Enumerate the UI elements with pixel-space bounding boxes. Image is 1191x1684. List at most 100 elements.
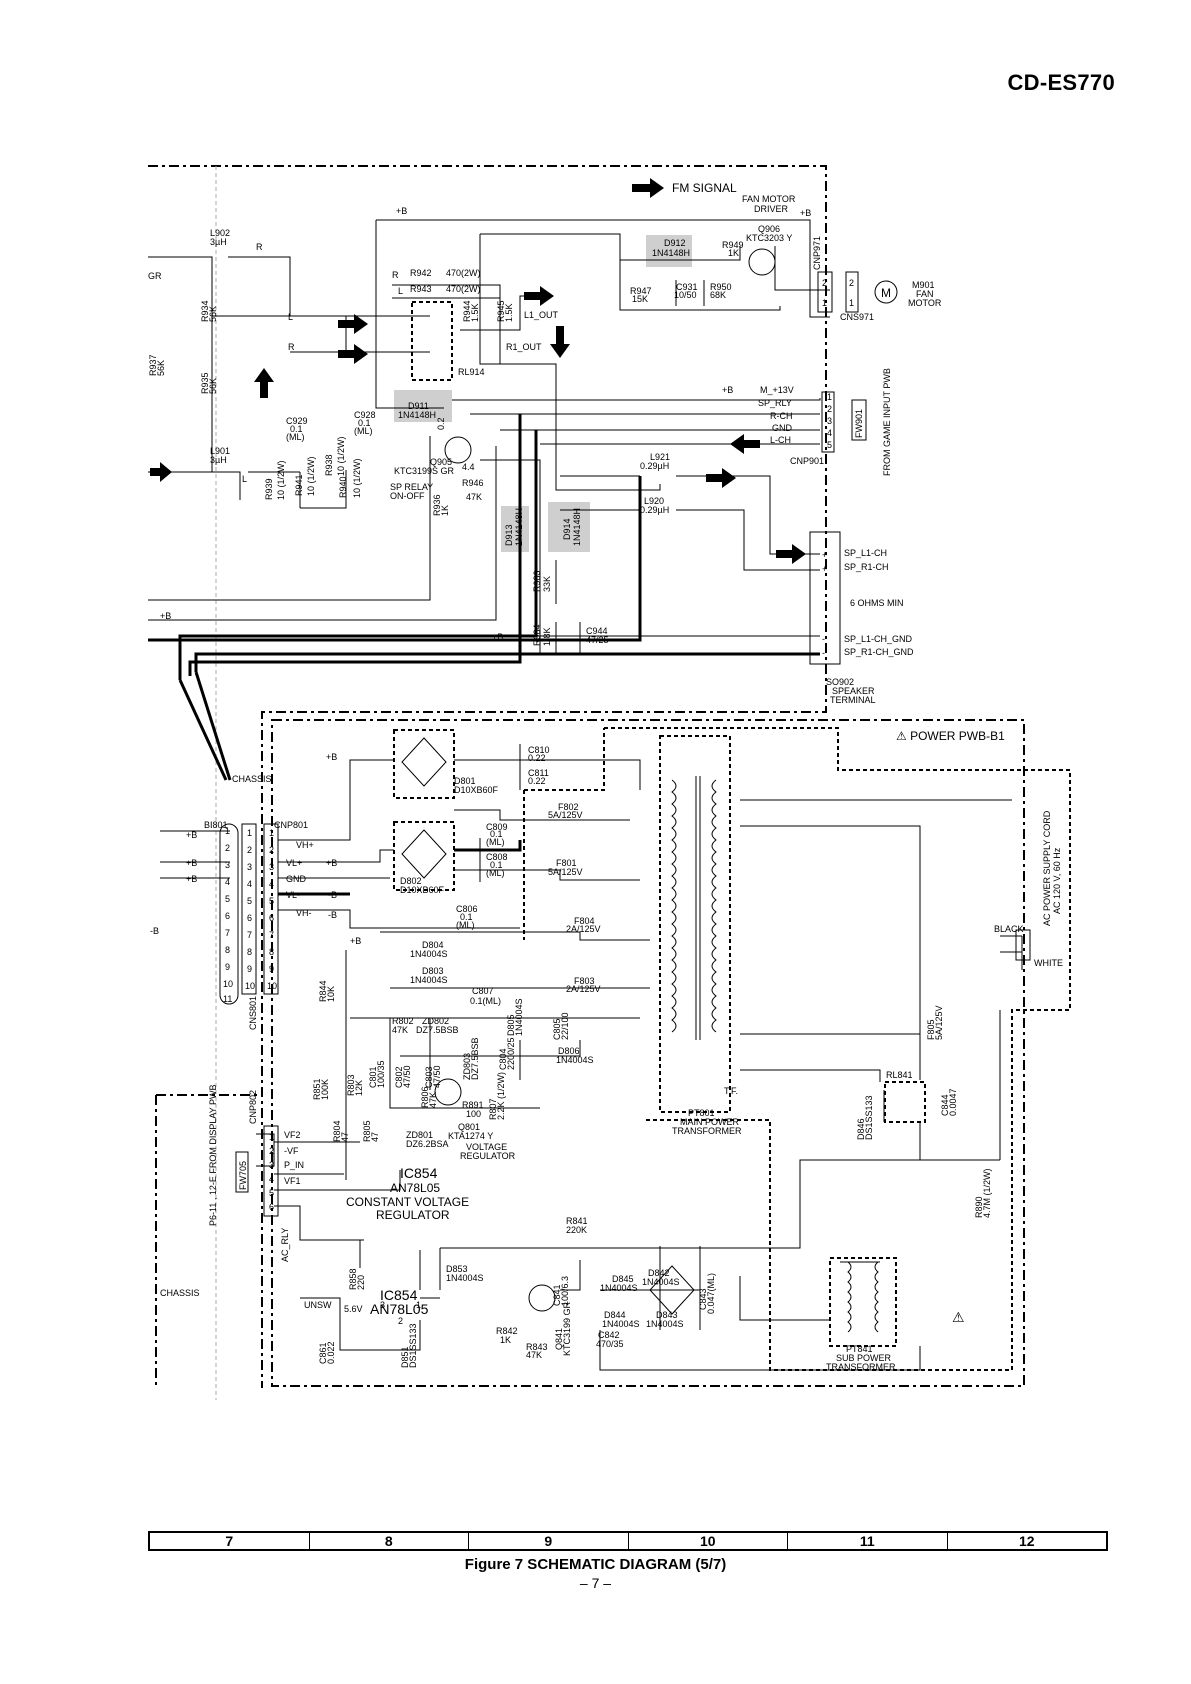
text-label: 0.0047: [948, 1088, 958, 1116]
text-label: 6: [269, 913, 274, 923]
bold-wire-1: [148, 476, 642, 642]
text-label: +B: [492, 632, 503, 642]
pt801-core: [695, 776, 701, 1040]
cnp801-connector: [263, 823, 279, 995]
text-label: R940: [338, 476, 348, 498]
text-label: 1N4148H: [514, 508, 524, 546]
text-label: L1_OUT: [524, 310, 559, 320]
q801-symbol: [434, 1078, 462, 1106]
text-label: AN78L05: [390, 1181, 440, 1195]
pt801-secondary-coil: [711, 779, 717, 1033]
text-label: R945: [496, 300, 506, 322]
text-label: 10: [267, 981, 277, 991]
legend-arrow-icon: [632, 178, 664, 198]
rl841-box: [884, 1081, 926, 1123]
text-label: D842: [648, 1268, 670, 1278]
primary-dotted-region: [604, 727, 1071, 1371]
text-label: 100/6.3: [560, 1276, 570, 1306]
text-label: FW705: [238, 1161, 248, 1190]
bi801-connector: [219, 823, 239, 1005]
pt841-box: [829, 1257, 897, 1347]
text-label: 9: [225, 962, 230, 972]
signal-arrow-icon: [338, 344, 368, 364]
pt801-primary-coil: [671, 779, 677, 1033]
bold-wire-3: [188, 414, 522, 676]
text-label: UNSW: [304, 1300, 332, 1310]
d913-highlight: [501, 506, 529, 552]
text-label: R983: [532, 570, 542, 592]
figure-caption: Figure 7 SCHEMATIC DIAGRAM (5/7): [464, 1556, 727, 1573]
text-label: D913: [504, 524, 514, 546]
text-label: 3: [269, 1160, 274, 1170]
text-label: CONSTANT VOLTAGE: [346, 1195, 469, 1209]
text-label: R803: [346, 1074, 356, 1096]
text-label: D806: [558, 1046, 580, 1056]
text-label: 1.5K: [470, 303, 480, 322]
text-label: 0.1: [490, 829, 503, 839]
wire-cnp901: [452, 398, 821, 445]
text-label: C801: [368, 1066, 378, 1088]
dotted-link: [524, 728, 605, 791]
text-label: SO902: [826, 677, 854, 687]
text-label: 10: [223, 979, 233, 989]
wire-l-path: [212, 470, 347, 509]
text-label: 12K: [354, 1080, 364, 1096]
text-label: R891: [462, 1100, 484, 1110]
text-label: R804: [332, 1120, 342, 1142]
wire-cnp801: [278, 759, 520, 929]
text-label: 7: [269, 930, 274, 940]
wire-caps: [479, 744, 521, 882]
text-label: D802: [400, 876, 422, 886]
text-label: SP_L1-CH_GND: [844, 634, 913, 644]
text-label: 4.7M (1/2W): [982, 1168, 992, 1218]
text-label: R949: [722, 240, 744, 250]
text-label: R807: [488, 1098, 498, 1120]
text-label: +: [822, 550, 827, 560]
text-label: 3: [247, 862, 252, 872]
text-label: +B: [326, 752, 337, 762]
text-label: AN78L05: [370, 1301, 429, 1317]
text-label: 47K: [392, 1025, 408, 1035]
text-label: 56K: [156, 360, 166, 376]
text-label: +B: [186, 858, 197, 868]
text-label: 1: [225, 826, 230, 836]
wire-fan-driver: [619, 260, 781, 311]
text-label: FW901: [854, 409, 864, 438]
q905-symbol: [444, 436, 472, 464]
text-label: 1N4148H: [398, 410, 436, 420]
pt841-coil-b: [874, 1261, 879, 1333]
text-label: +B: [722, 385, 733, 395]
wire-r983: [536, 560, 820, 654]
text-label: GND: [286, 874, 307, 884]
text-label: +B: [396, 206, 407, 216]
text-label: F803: [574, 976, 595, 986]
text-label: TRANSFORMER: [826, 1362, 896, 1372]
text-label: DS1SS133: [408, 1323, 418, 1368]
text-label: D805: [506, 1014, 516, 1036]
text-label: MOTOR: [908, 298, 942, 308]
text-label: 2: [398, 1316, 403, 1326]
bold-wire-2: [178, 430, 820, 680]
text-label: SP_R1-CH: [844, 562, 889, 572]
text-label: 1: [822, 298, 827, 308]
text-label: C929: [286, 416, 308, 426]
text-label: 2: [827, 404, 832, 414]
wire-secondary: [350, 931, 650, 1019]
text-label: 2A/125V: [566, 924, 601, 934]
ac-plug: [1015, 929, 1031, 961]
text-label: R934: [200, 300, 210, 322]
cnp901-connector: [821, 391, 835, 453]
text-label: C811: [528, 768, 549, 778]
text-label: L-CH: [770, 435, 791, 445]
text-label: 2: [269, 845, 274, 855]
text-label: 1N4004S: [514, 998, 524, 1036]
text-label: R841: [566, 1216, 588, 1226]
text-label: 22/100: [560, 1012, 570, 1040]
power-pwb-label: ⚠ POWER PWB-B1: [896, 729, 1005, 743]
text-label: 56K: [208, 378, 218, 394]
rl914-box: [411, 301, 453, 381]
text-label: R936: [432, 494, 442, 516]
text-label: 33K: [542, 576, 552, 592]
text-label: D843: [656, 1310, 678, 1320]
